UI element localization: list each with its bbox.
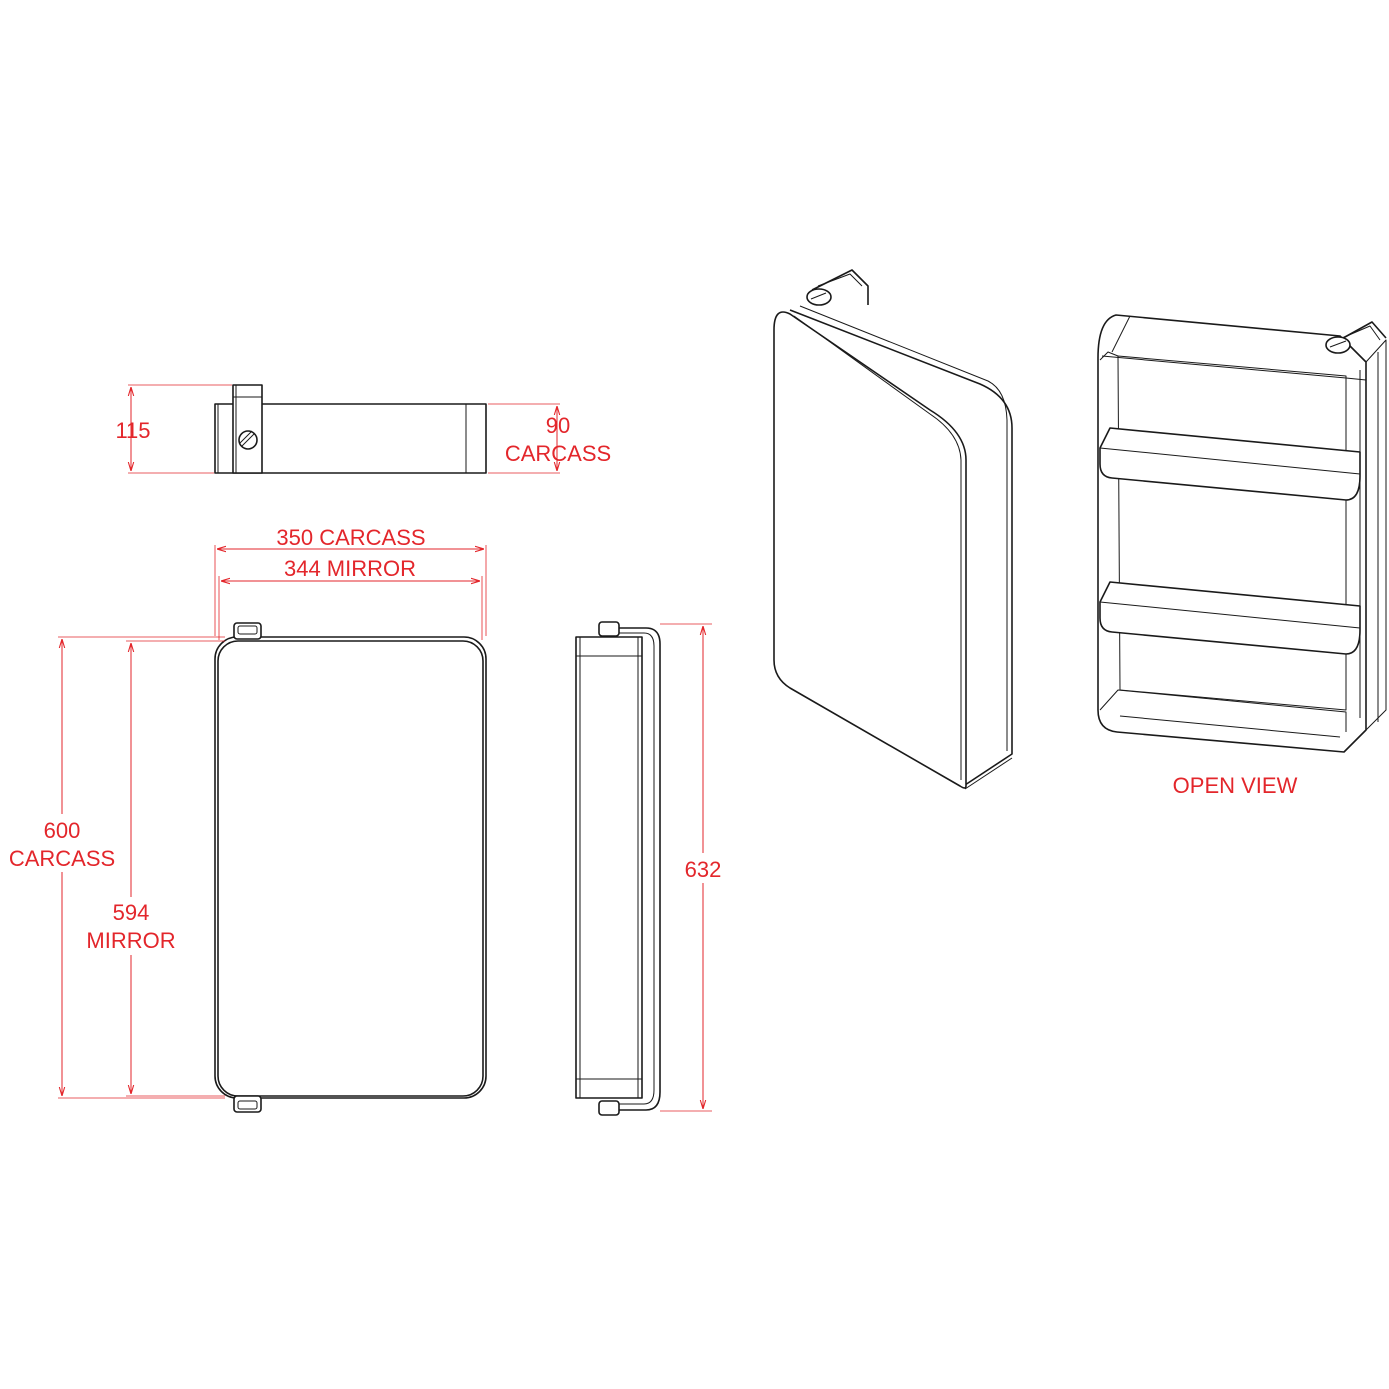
top-view-hinge <box>232 384 263 474</box>
isometric-closed-view <box>773 269 1013 790</box>
width-350-label: 350 CARCASS <box>276 525 425 550</box>
front-bottom-hinge <box>233 1095 262 1113</box>
open-shelf-1 <box>1099 427 1361 501</box>
width-344-label: 344 MIRROR <box>284 556 416 581</box>
side-view-hinge-arm <box>612 627 661 1111</box>
height-632-label: 632 <box>685 857 722 882</box>
front-view-mirror <box>217 640 484 1097</box>
front-view-carcass <box>214 636 487 1099</box>
side-bottom-hinge-screw <box>598 1100 620 1116</box>
side-view: 632 <box>575 621 726 1116</box>
height-600-value: 600 <box>44 818 81 843</box>
isometric-open-view: OPEN VIEW <box>1097 314 1387 798</box>
side-view-carcass <box>575 636 643 1099</box>
iso-carcass-top-side <box>789 309 1013 786</box>
front-view: 350 CARCASS 344 MIRROR 600 CARCASS 594 M… <box>6 525 487 1113</box>
front-top-hinge <box>233 622 262 640</box>
top-view: 115 90 CARCASS <box>115 384 611 474</box>
iso-hinge-screw-icon <box>806 288 832 306</box>
open-hinge-screw-icon <box>1325 336 1351 354</box>
height-594-value: 594 <box>113 900 150 925</box>
depth-90-value: 90 <box>546 413 570 438</box>
open-shelf-2 <box>1099 581 1361 655</box>
side-top-hinge-screw <box>598 621 620 637</box>
depth-90-carcass-label: CARCASS <box>505 441 611 466</box>
top-view-carcass <box>214 403 487 474</box>
open-carcass-outline <box>1097 314 1367 753</box>
height-115-label: 115 <box>115 418 150 443</box>
open-view-caption: OPEN VIEW <box>1173 773 1298 798</box>
iso-mirror-face <box>773 311 967 789</box>
height-600-carcass-label: CARCASS <box>9 846 115 871</box>
iso-hinge <box>811 269 869 305</box>
height-594-mirror-label: MIRROR <box>86 928 175 953</box>
open-carcass-inner-back <box>1117 355 1347 711</box>
hinge-screw-icon <box>238 430 258 450</box>
